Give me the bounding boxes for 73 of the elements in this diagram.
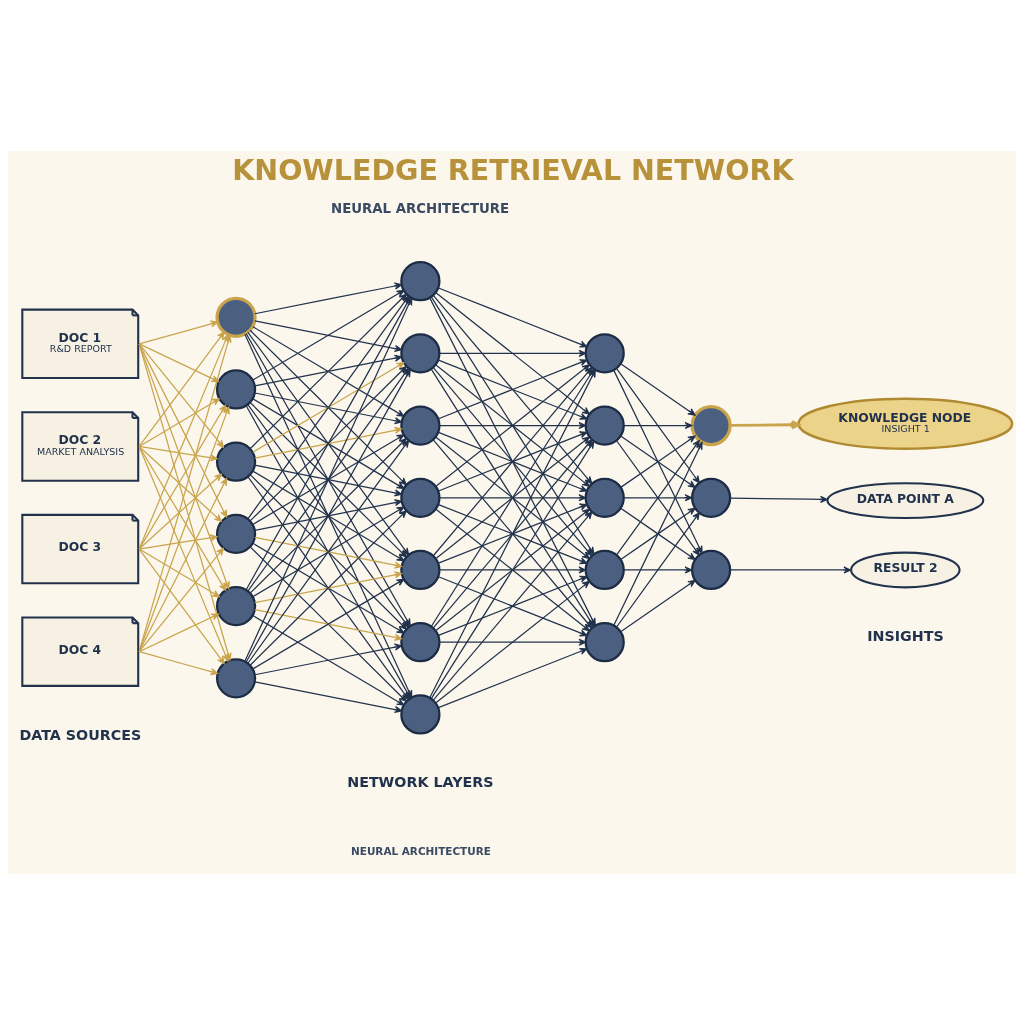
arrow <box>623 421 693 429</box>
node-ellipse: RESULT 2 <box>850 551 961 588</box>
arrow <box>616 367 700 483</box>
arrow <box>254 642 403 675</box>
arrow <box>437 575 588 636</box>
arrow <box>623 493 693 501</box>
node-circle <box>215 368 257 410</box>
arrow <box>252 470 405 561</box>
arrow <box>254 354 403 387</box>
arrow <box>252 505 405 597</box>
arrow <box>138 612 220 652</box>
arrow <box>254 608 403 641</box>
arrow <box>249 401 407 557</box>
arrow <box>138 445 227 591</box>
label: INSIGHTS <box>867 627 944 644</box>
arrow <box>138 650 219 675</box>
diagram-title: KNOWLEDGE RETRIEVAL NETWORK <box>232 153 794 187</box>
arrow <box>252 361 405 453</box>
arrow <box>729 565 852 574</box>
arrow <box>438 493 587 501</box>
node-circle <box>215 585 257 626</box>
arrow <box>249 437 407 594</box>
arrow <box>254 464 403 496</box>
arrow <box>138 397 220 447</box>
arrow <box>138 319 219 344</box>
arrow <box>438 421 587 429</box>
arrow <box>438 349 587 357</box>
arrow <box>249 509 407 666</box>
arrow <box>438 638 587 646</box>
arrow <box>613 441 703 626</box>
node-ellipse: KNOWLEDGE NODE INSIGHT 1 <box>797 396 1014 450</box>
label: NETWORK LAYERS <box>347 773 494 790</box>
arrow <box>249 329 407 485</box>
arrow <box>435 580 590 704</box>
arrow <box>249 473 407 630</box>
arrow <box>254 536 403 569</box>
node-circle <box>690 549 732 590</box>
arrow <box>620 362 696 416</box>
label: DATA SOURCES <box>19 726 142 743</box>
arrow <box>254 391 403 424</box>
arrow <box>616 511 700 628</box>
node-ellipse: DATA POINT A <box>826 481 985 519</box>
label: NEURAL ARCHITECTURE <box>331 200 510 216</box>
arrow <box>730 419 800 429</box>
arrow <box>437 286 588 348</box>
arrow <box>437 647 588 708</box>
arrow <box>438 565 587 574</box>
arrow <box>435 363 590 487</box>
label: NEURAL ARCHITECTURE <box>351 844 491 857</box>
arrow <box>249 365 407 521</box>
arrow <box>252 325 405 417</box>
arrow <box>254 680 403 713</box>
arrow <box>620 579 696 632</box>
arrow <box>254 319 403 352</box>
arrow <box>252 397 405 489</box>
arrow <box>254 570 403 603</box>
arrow <box>138 445 222 522</box>
arrow <box>252 542 405 633</box>
arrow <box>138 533 218 550</box>
arrow <box>252 433 405 525</box>
arrow <box>254 426 403 459</box>
arrow <box>613 369 703 554</box>
arrow <box>254 281 403 314</box>
arrow <box>620 507 696 560</box>
arrow <box>254 498 403 531</box>
arrow <box>138 473 222 550</box>
arrow <box>252 578 405 669</box>
arrow <box>252 614 405 706</box>
arrow <box>729 495 828 503</box>
arrow <box>138 547 220 597</box>
arrow <box>623 565 693 574</box>
arrow <box>435 291 590 415</box>
arrow <box>249 545 407 702</box>
